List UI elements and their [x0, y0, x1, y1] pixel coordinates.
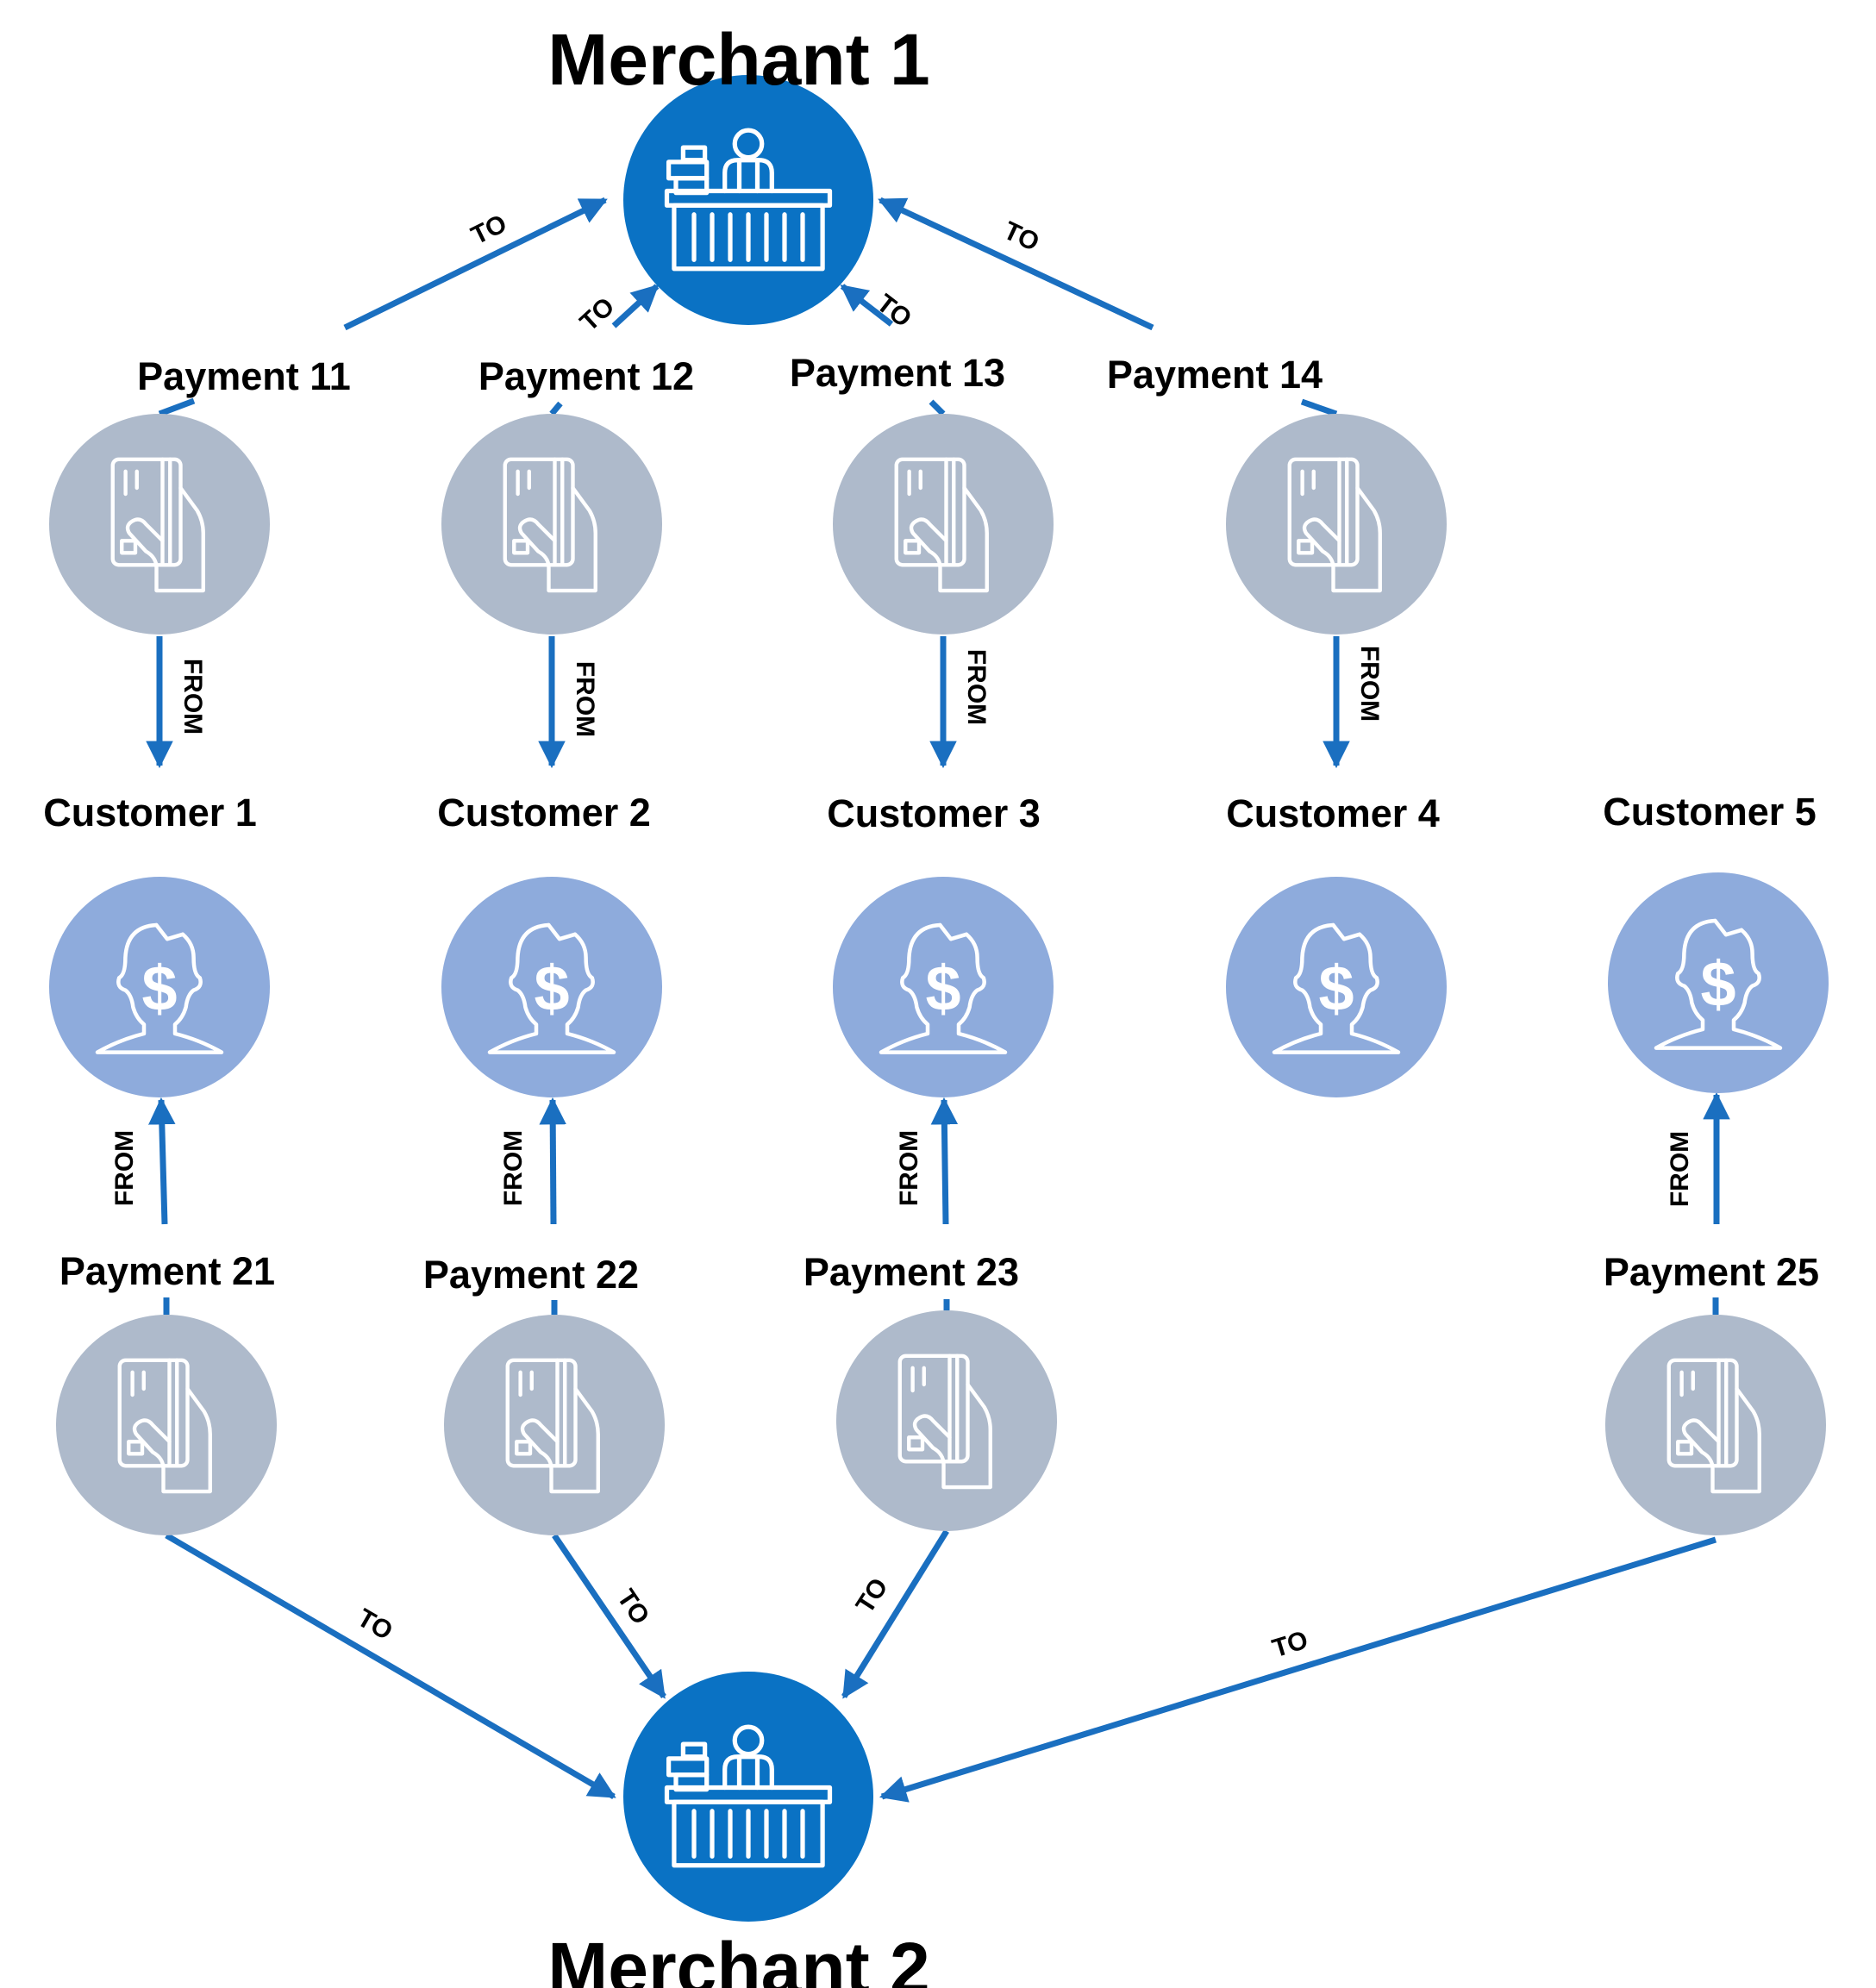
edge-line [841, 1529, 949, 1699]
edge-label: FROM [895, 1130, 923, 1206]
edge-stub [929, 399, 946, 416]
edge-stub [158, 397, 196, 417]
payment-node-p12: Payment 12 [441, 354, 694, 635]
edge-p22-to-m2: TO [552, 1534, 666, 1699]
edge-line [343, 197, 608, 331]
payment-label: Payment 13 [790, 351, 1005, 395]
customer-label: Customer 5 [1603, 790, 1817, 834]
edge-p25-to-m2: TO [879, 1536, 1717, 1803]
edge-p11-to-m1: TO [343, 197, 608, 331]
payment-label: Payment 25 [1604, 1250, 1819, 1294]
merchant-circle [623, 75, 873, 325]
payment-circle [444, 1315, 665, 1535]
payment-node-p11: Payment 11 [49, 354, 351, 635]
merchant-label: Merchant 1 [547, 19, 929, 100]
edge-line [552, 1534, 666, 1699]
edge-line [148, 1097, 176, 1225]
payment-label: Payment 11 [137, 354, 351, 398]
customer-label: Customer 2 [437, 791, 651, 835]
merchant-label: Merchant 2 [547, 1928, 929, 1988]
edge-label: FROM [1666, 1131, 1694, 1207]
payment-circle [1226, 414, 1447, 635]
edge-label: TO [872, 289, 917, 333]
edge-stub [1300, 398, 1338, 417]
payment-circle [56, 1315, 277, 1535]
customer-node-c4: Customer 4 [1226, 791, 1447, 1097]
customer-label: Customer 3 [827, 791, 1041, 835]
edge-line [878, 197, 1154, 331]
edge-label: FROM [110, 1130, 139, 1206]
customer-node-c1: Customer 1 [43, 791, 270, 1097]
merchant-circle [623, 1672, 873, 1922]
edge-label: TO [611, 1585, 654, 1630]
edge-p25-to-c5: FROM [1666, 1091, 1730, 1224]
edge-label: FROM [178, 659, 207, 735]
payment-node-p22: Payment 22 [423, 1253, 665, 1535]
edge-label: TO [999, 216, 1043, 257]
edge-label: FROM [499, 1130, 528, 1206]
edge-p12-to-m1: TO [575, 284, 660, 337]
payment-label: Payment 14 [1107, 353, 1323, 397]
edge-p12-to-c2: FROM [538, 636, 599, 769]
edge-line [840, 284, 894, 327]
edge-p21-to-c1: FROM [110, 1097, 176, 1225]
edge-line [165, 1532, 616, 1800]
edge-p13-to-m1: TO [840, 284, 917, 333]
payment-label: Payment 22 [423, 1253, 639, 1297]
edge-p11-to-c1: FROM [146, 636, 207, 769]
edge-p23-to-c3: FROM [895, 1097, 959, 1225]
edge-label: TO [851, 1573, 894, 1618]
payment-label: Payment 21 [59, 1249, 275, 1293]
edge-p22-to-c2: FROM [499, 1097, 566, 1225]
edge-label: FROM [1355, 646, 1384, 722]
customer-label: Customer 4 [1226, 791, 1440, 835]
edge-p21-to-m2: TO [165, 1532, 616, 1800]
edge-label: TO [353, 1604, 397, 1646]
edge-stub [549, 401, 563, 416]
edge-label: FROM [962, 649, 991, 725]
edge-line [930, 1097, 959, 1225]
edge-p23-to-m2: TO [841, 1529, 949, 1699]
customer-node-c2: Customer 2 [437, 791, 662, 1097]
payment-node-p25: Payment 25 [1604, 1250, 1826, 1535]
customer-node-c5: Customer 5 [1603, 790, 1829, 1093]
edge-p14-to-m1: TO [878, 197, 1154, 331]
customer-label: Customer 1 [43, 791, 257, 835]
payment-circle [833, 414, 1054, 635]
nodes-layer: Payment 11 Payment 12 Payment 13 Payment 14… [43, 19, 1829, 1988]
payment-label: Payment 12 [478, 354, 694, 398]
payment-label: Payment 23 [804, 1250, 1019, 1294]
payment-circle [49, 414, 270, 635]
edge-label: TO [467, 209, 511, 251]
payment-circle [1605, 1315, 1826, 1535]
edge-label: FROM [571, 661, 599, 737]
edge-label: TO [1269, 1626, 1311, 1664]
payment-node-p23: Payment 23 [804, 1250, 1057, 1531]
edge-p13-to-c3: FROM [929, 636, 991, 769]
merchant-node-m1: Merchant 1 [547, 19, 930, 325]
merchant-node-m2: Merchant 2 [547, 1672, 930, 1988]
payment-node-p21: Payment 21 [56, 1249, 277, 1535]
payment-node-p13: Payment 13 [790, 351, 1054, 635]
payment-circle [836, 1310, 1057, 1531]
payment-node-p14: Payment 14 [1107, 353, 1447, 635]
customer-node-c3: Customer 3 [827, 791, 1054, 1097]
edge-label: TO [575, 292, 621, 337]
edge-line [611, 284, 660, 328]
edge-line [879, 1536, 1717, 1803]
payment-circle [441, 414, 662, 635]
edge-p14-to-c4: FROM [1323, 636, 1384, 769]
